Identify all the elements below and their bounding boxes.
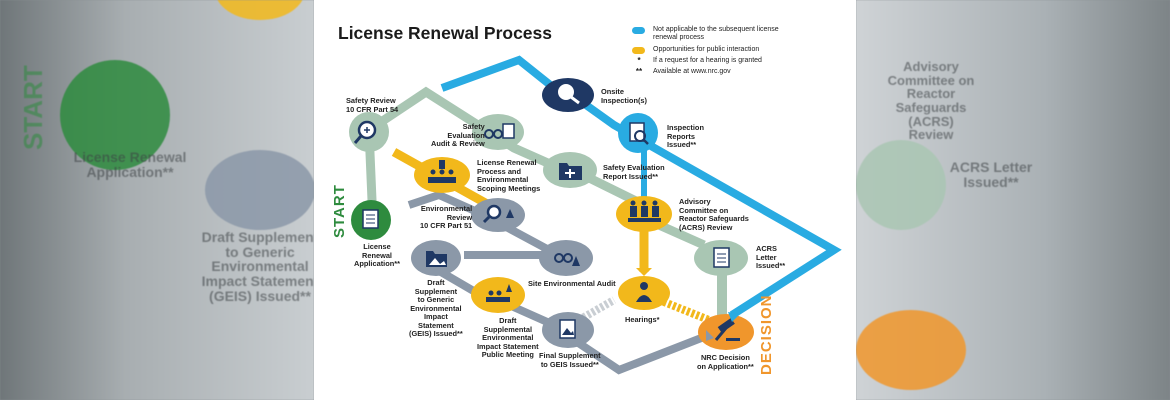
- label-acrs-review: Advisory Committee on Reactor Safeguards…: [679, 197, 749, 232]
- decision-label: DECISION: [758, 294, 775, 375]
- report-magnifier-icon: [629, 122, 649, 145]
- label-draft-public-meeting: Draft Supplemental Environmental Impact …: [477, 316, 539, 360]
- magnifier-icon: [353, 120, 377, 144]
- infographic-card: License Renewal Process Not applicable t…: [314, 0, 856, 400]
- page-title: License Renewal Process: [338, 23, 552, 43]
- label-onsite-inspections: Onsite Inspection(s): [601, 87, 647, 105]
- blurred-decision-circle: [856, 310, 966, 390]
- single-star-icon: *: [637, 56, 641, 65]
- blurred-gray-circle: [205, 150, 314, 230]
- label-safety-review: Safety Review 10 CFR Part 54: [346, 96, 399, 114]
- committee-icon: [628, 200, 661, 222]
- onsite-magnifier-icon: [558, 84, 580, 105]
- connector-gray-env: [407, 190, 551, 254]
- folder-landscape-icon: [426, 251, 447, 267]
- connector-gray-decision: [571, 331, 711, 375]
- legend-text: Opportunities for public interaction: [653, 46, 760, 53]
- blurred-draft-text: Draft Supplement to Generic Environmenta…: [201, 229, 314, 304]
- connector-blue-onsite: [440, 55, 557, 92]
- label-site-audit: Site Environmental Audit: [528, 279, 616, 288]
- label-scoping-meetings: License Renewal Process and Environmenta…: [477, 158, 541, 193]
- label-safety-audit: Safety Evaluation Audit & Review: [431, 122, 485, 149]
- glasses-tree-icon: [554, 253, 580, 266]
- label-draft-supplement: Draft Supplement to Generic Environmenta…: [409, 278, 463, 339]
- letter-icon: [713, 247, 730, 268]
- label-final-supplement: Final Supplement to GEIS Issued**: [539, 351, 601, 369]
- blurred-acrs-review-text: Advisory Committee on Reactor Safeguards…: [887, 59, 975, 143]
- node-safety-audit: [472, 114, 524, 150]
- label-nrc-decision: NRC Decision on Application**: [697, 353, 754, 371]
- glasses-document-icon: [484, 123, 515, 139]
- connector-blue-main: [576, 96, 842, 319]
- label-inspection-reports: Inspection Reports Issued**: [667, 123, 704, 150]
- blue-pill-icon: [632, 27, 645, 34]
- blurred-acrs-letter-text: ACRS Letter Issued**: [949, 159, 1033, 190]
- label-license-application: License Renewal Application**: [354, 242, 400, 269]
- blurred-start-text: START: [18, 65, 48, 150]
- blurred-acrs-circle: [856, 140, 946, 230]
- label-environmental-review: Environmental Review 10 CFR Part 51: [420, 204, 473, 231]
- label-safety-evaluation-report: Safety Evaluation Report Issued**: [603, 163, 665, 181]
- legend-text: Available at www.nrc.gov: [653, 68, 731, 75]
- blurred-license-text: License Renewal Application**: [73, 149, 187, 180]
- yellow-pill-icon: [632, 47, 645, 54]
- folder-plus-icon: [559, 163, 582, 180]
- flow-diagram: [349, 55, 842, 375]
- label-acrs-letter: ACRS Letter Issued**: [756, 244, 786, 271]
- node-site-audit: [539, 240, 593, 276]
- blurred-start-circle: [60, 60, 170, 170]
- legend-text: Not applicable to the subsequent license…: [653, 26, 779, 42]
- double-star-icon: **: [635, 67, 643, 76]
- background-left-blur: START License Renewal Application** Draf…: [0, 0, 314, 400]
- gavel-icon: [714, 317, 740, 341]
- arrowhead-decision-blue: [728, 312, 740, 322]
- connector-yellow-hearing-decision: [657, 296, 711, 324]
- meeting-icon: [428, 160, 456, 183]
- meeting-tree-icon: [486, 284, 512, 302]
- connector-acrs-letter: [657, 220, 706, 250]
- node-circles: [349, 78, 754, 350]
- magnifier-tree-icon: [482, 204, 514, 224]
- legend-text: If a request for a hearing is granted: [653, 57, 762, 64]
- label-hearings: Hearings*: [625, 315, 660, 324]
- node-scoping-meetings: [414, 157, 470, 193]
- landscape-document-icon: [559, 319, 576, 339]
- node-hearings: [618, 276, 670, 310]
- blurred-yellow-circle: [215, 0, 305, 20]
- start-label: START: [331, 184, 348, 238]
- arrowhead-hearings: [636, 268, 652, 276]
- arrowhead-decision-gray: [706, 330, 714, 341]
- document-icon: [362, 209, 379, 229]
- background-right-blur: ACRS Letter Issued** Advisory Committee …: [856, 0, 1170, 400]
- hearing-person-icon: [636, 282, 652, 302]
